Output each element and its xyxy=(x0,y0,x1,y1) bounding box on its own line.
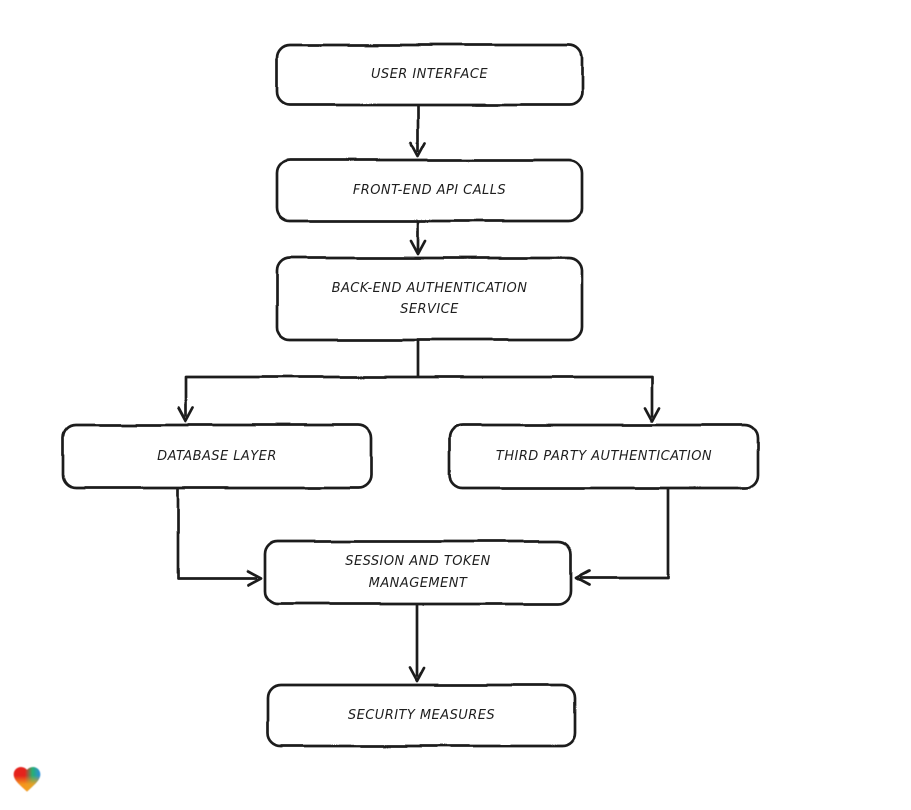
edge-database-to-session xyxy=(176,487,258,580)
node-box-front-end-api-calls[interactable] xyxy=(275,158,584,223)
arrowhead-down-icon xyxy=(177,406,195,423)
node-box-session-and-token-management[interactable] xyxy=(263,539,573,606)
edge-backend-branch xyxy=(184,339,654,418)
node-box-back-end-authentication-service[interactable] xyxy=(275,256,584,342)
arrowhead-down-icon xyxy=(643,406,661,423)
arrowhead-down-icon xyxy=(408,666,426,683)
arrowhead-down-icon xyxy=(409,141,427,158)
arrowhead-down-icon xyxy=(409,239,427,256)
arrowhead-right-icon xyxy=(246,569,263,587)
edge-thirdparty-to-session xyxy=(579,487,670,580)
node-box-database-layer[interactable] xyxy=(61,423,373,490)
heart-logo-icon[interactable] xyxy=(11,763,43,795)
node-box-user-interface[interactable] xyxy=(275,43,584,107)
arrowhead-left-icon xyxy=(574,569,591,587)
node-box-security-measures[interactable] xyxy=(266,683,577,748)
node-box-third-party-authentication[interactable] xyxy=(448,423,760,490)
